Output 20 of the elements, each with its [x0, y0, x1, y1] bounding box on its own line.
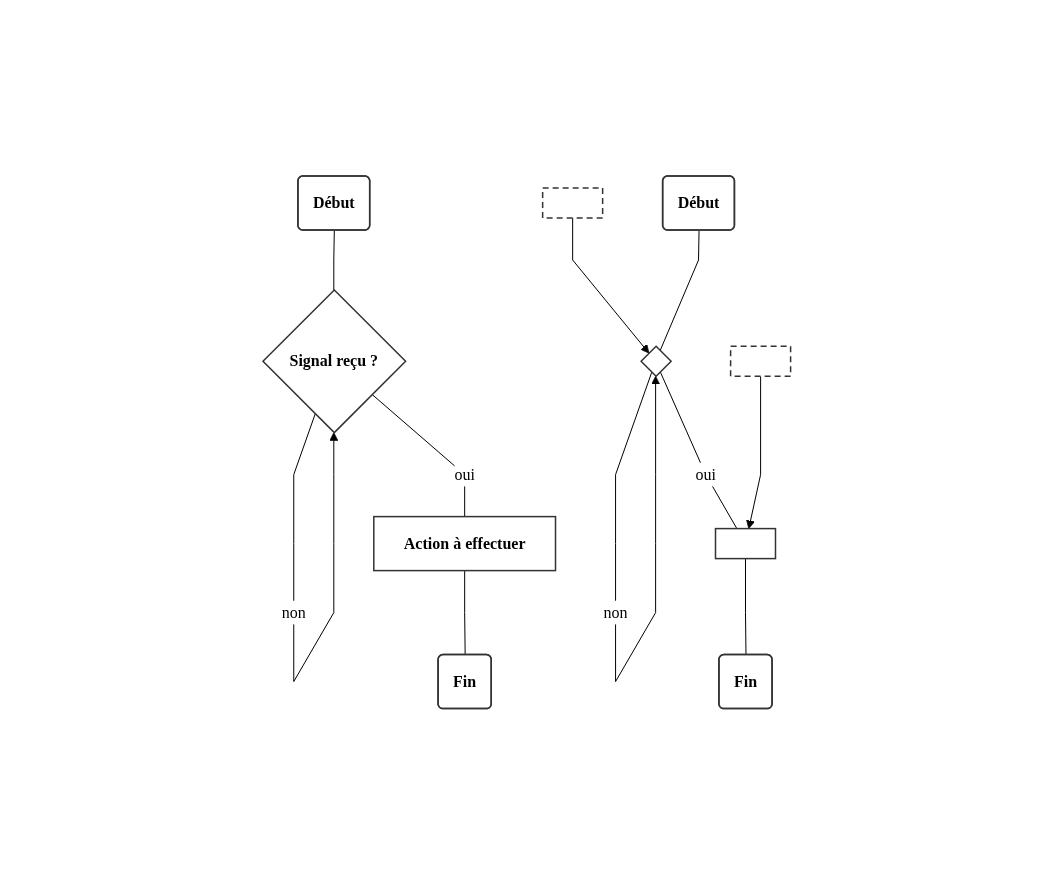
connector	[659, 230, 700, 352]
arrow	[745, 376, 761, 530]
connector	[463, 570, 466, 656]
edge-label: oui	[454, 465, 475, 483]
connector	[371, 394, 465, 518]
node-box	[714, 528, 776, 560]
node-diamond	[261, 289, 407, 434]
connector	[744, 558, 747, 656]
connector	[333, 230, 335, 291]
arrow	[292, 413, 338, 683]
edge-label: non	[281, 603, 306, 621]
arrow	[571, 217, 649, 354]
node-box	[372, 516, 556, 572]
node-box	[729, 345, 792, 378]
node-diamond	[639, 345, 672, 378]
edge-label: oui	[695, 465, 716, 483]
node-box	[541, 187, 604, 219]
edge-label: non	[603, 603, 628, 621]
arrow	[614, 372, 660, 683]
connector	[659, 371, 738, 530]
